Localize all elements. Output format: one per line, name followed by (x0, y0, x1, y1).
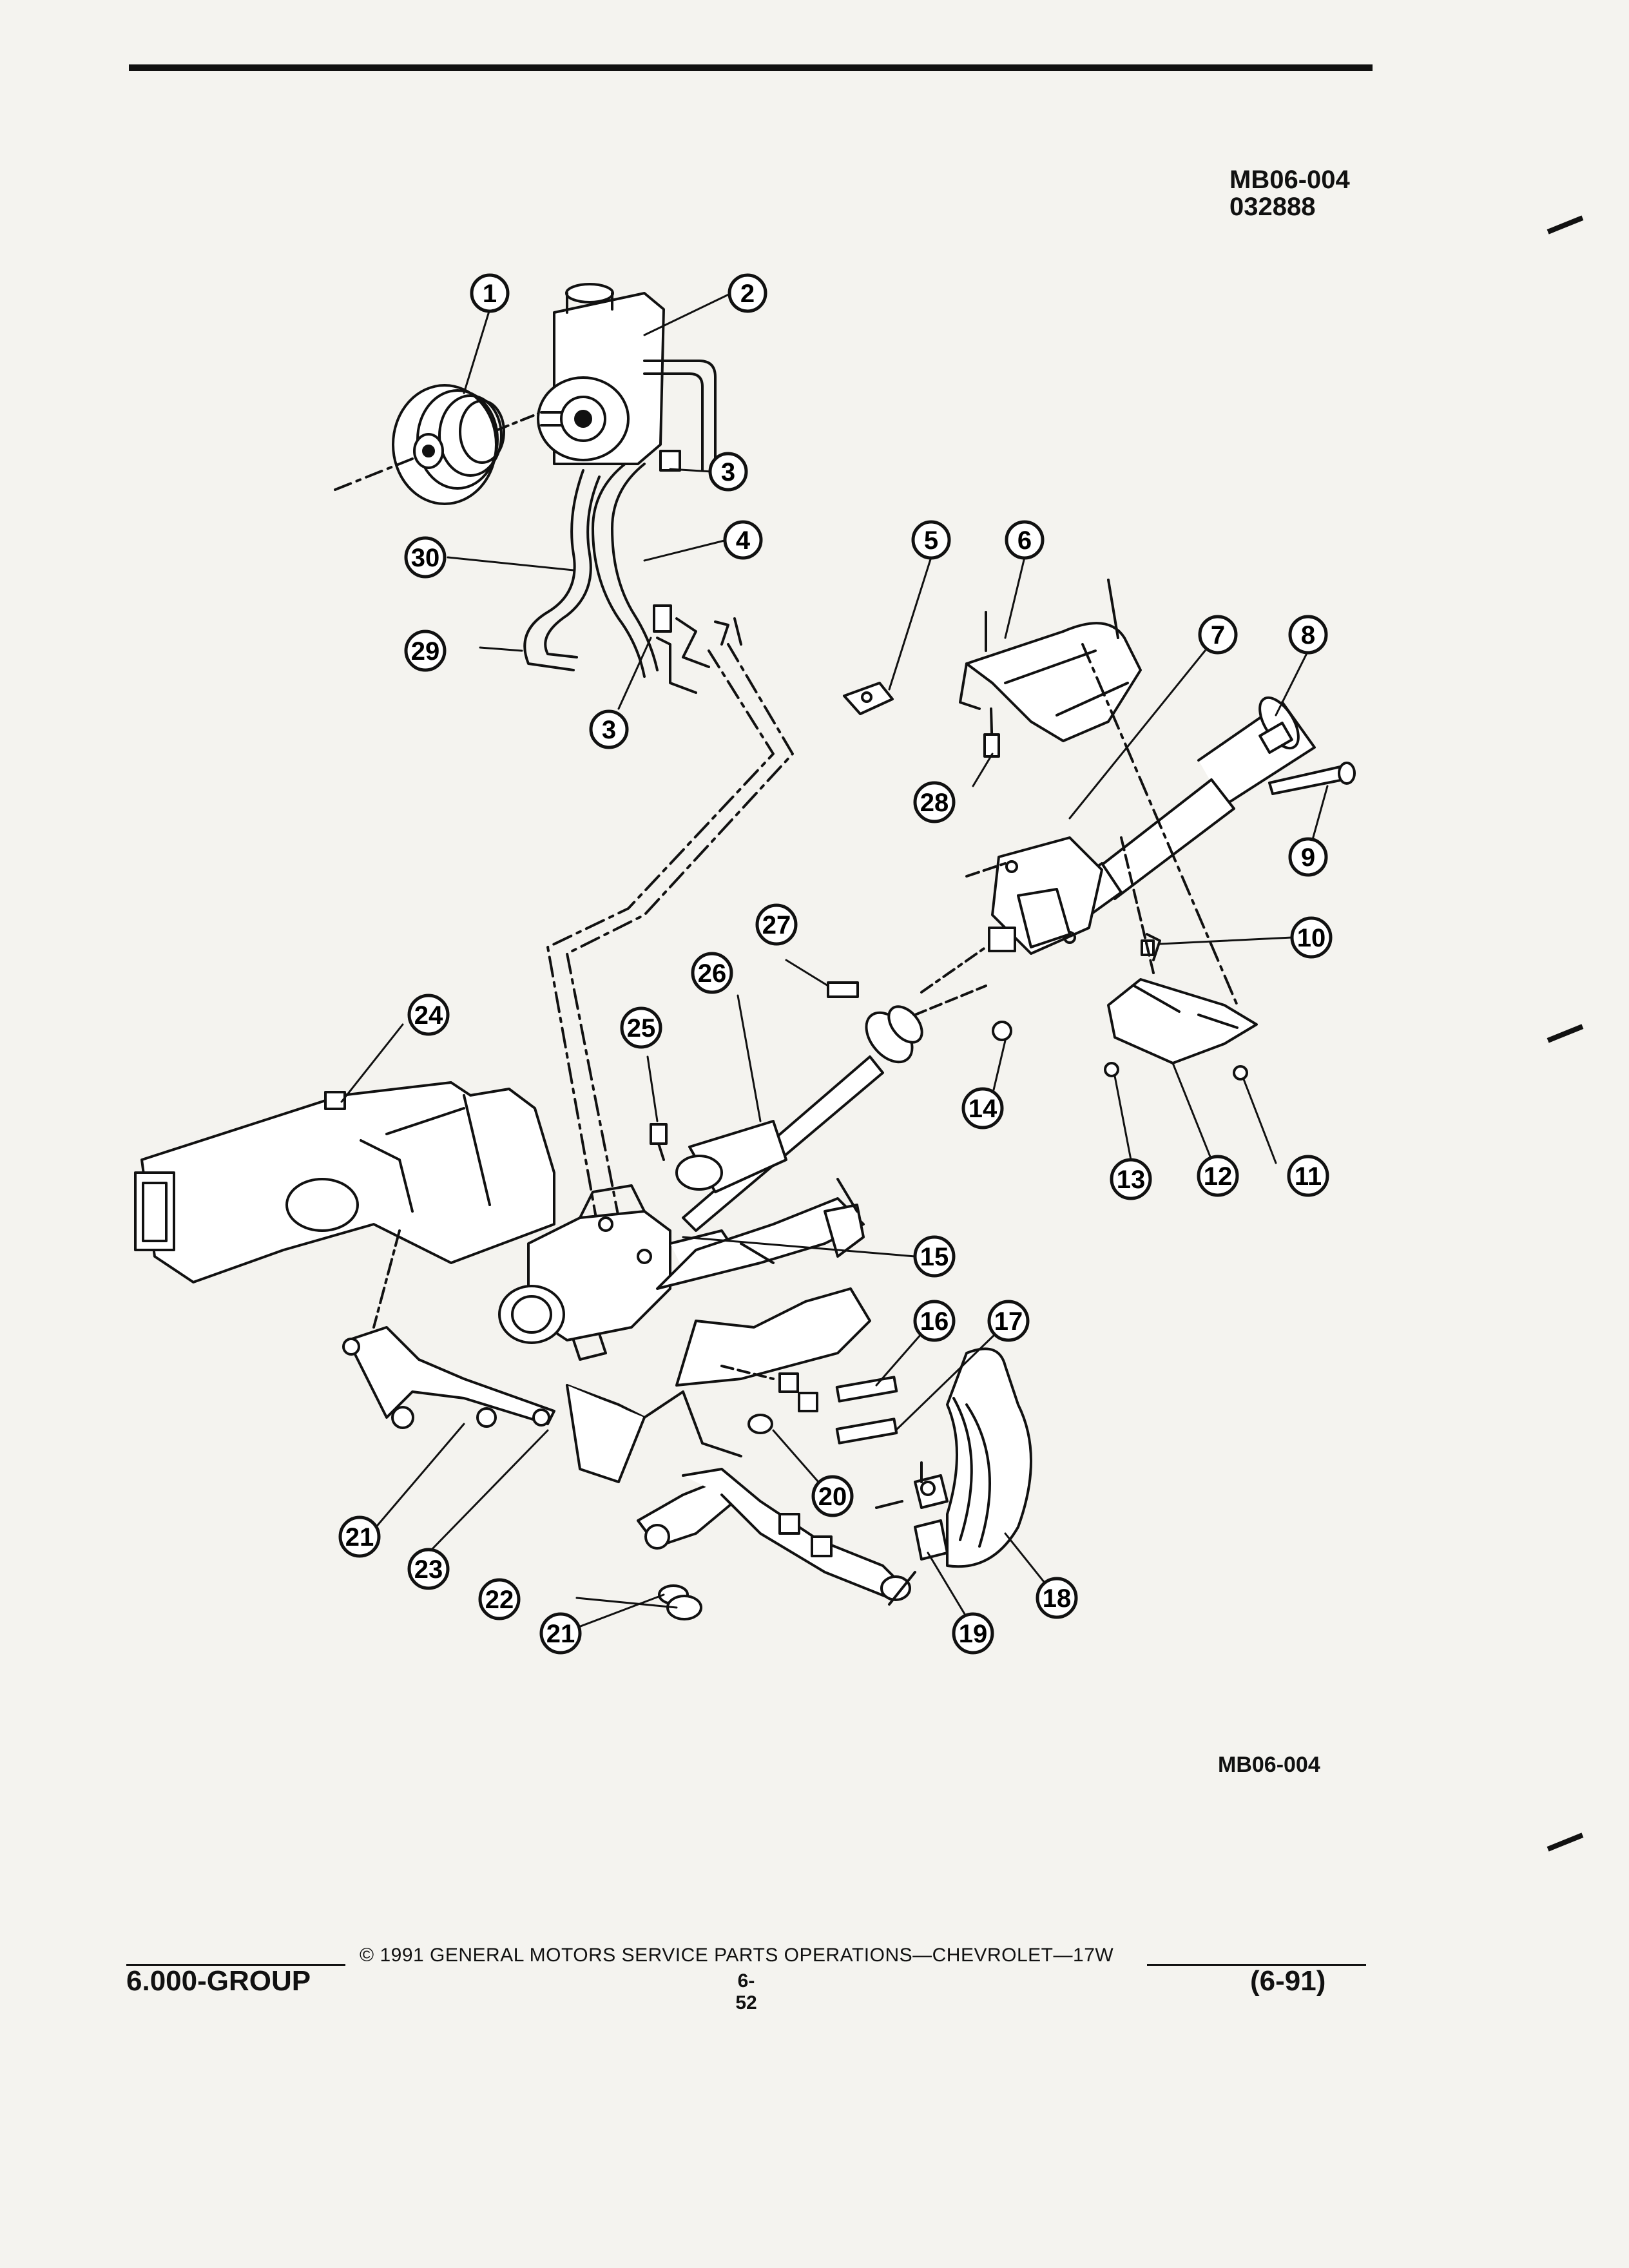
callout-7: 7 (1198, 615, 1238, 655)
callout-13: 13 (1110, 1158, 1152, 1200)
svg-text:9: 9 (1301, 843, 1315, 872)
svg-text:18: 18 (1043, 1584, 1072, 1613)
callout-23: 23 (407, 1548, 450, 1590)
footer-rule-left (126, 1964, 345, 1966)
svg-text:21: 21 (345, 1523, 374, 1552)
svg-text:8: 8 (1301, 621, 1315, 649)
callout-6: 6 (1005, 520, 1045, 560)
svg-text:24: 24 (414, 1001, 443, 1030)
tilt-lever (1268, 762, 1356, 795)
callout-28: 28 (913, 781, 956, 823)
page-number: 6-52 (735, 1970, 757, 2013)
svg-text:26: 26 (698, 959, 727, 988)
intermediate-steering-shaft (650, 981, 1012, 1232)
svg-text:12: 12 (1204, 1162, 1233, 1191)
figure-code: 032888 (1229, 193, 1316, 221)
top-rule (129, 64, 1373, 71)
mounting-bolts (720, 1365, 898, 1445)
footer-copyright: © 1991 GENERAL MOTORS SERVICE PARTS OPER… (360, 1945, 1133, 1966)
footer-rule-right (1147, 1964, 1366, 1966)
copyright-text: 1991 GENERAL MOTORS SERVICE PARTS OPERAT… (380, 1945, 1114, 1966)
svg-text:17: 17 (994, 1307, 1023, 1336)
callout-3-upper: 3 (708, 452, 748, 492)
section-group: 6.000-GROUP (126, 1965, 311, 1997)
svg-text:30: 30 (411, 544, 440, 572)
svg-text:3: 3 (602, 716, 616, 744)
svg-text:19: 19 (959, 1620, 988, 1648)
svg-text:23: 23 (414, 1555, 443, 1584)
callout-19: 19 (952, 1612, 994, 1655)
svg-text:29: 29 (411, 637, 440, 666)
callout-4: 4 (723, 520, 763, 560)
callout-30: 30 (404, 536, 447, 579)
callout-numbers: 1 2 3 3 4 5 6 7 8 9 10 11 12 13 14 15 16… (338, 273, 1333, 1655)
hose-run-to-gear (546, 643, 794, 1219)
callout-22: 22 (478, 1578, 521, 1620)
callout-9: 9 (1288, 837, 1328, 877)
svg-text:4: 4 (736, 526, 751, 555)
svg-text:27: 27 (762, 911, 791, 939)
callout-16: 16 (913, 1300, 956, 1342)
figure-reference-block: MB06-004 032888 (1229, 166, 1350, 220)
pressure-and-return-hoses (523, 450, 742, 694)
callout-15: 15 (913, 1235, 956, 1278)
date-code: (6-91) (1250, 1965, 1326, 1997)
steering-linkage (342, 1229, 555, 1429)
callout-18: 18 (1036, 1577, 1078, 1619)
callout-25: 25 (620, 1006, 662, 1049)
svg-text:6: 6 (1017, 526, 1032, 555)
figure-id-label: MB06-004 (1218, 1753, 1320, 1777)
svg-text:1: 1 (483, 280, 497, 308)
callout-8: 8 (1288, 615, 1328, 655)
svg-text:25: 25 (627, 1014, 656, 1043)
callout-5: 5 (911, 520, 951, 560)
wheel-hub-knuckle (875, 1347, 1032, 1606)
callout-26: 26 (691, 952, 733, 994)
svg-text:22: 22 (485, 1586, 514, 1614)
callout-leaders (340, 292, 1329, 1631)
copyright-symbol: © (360, 1945, 374, 1966)
callout-2: 2 (728, 273, 767, 313)
callout-21-lower: 21 (539, 1612, 582, 1655)
svg-text:13: 13 (1117, 1166, 1146, 1194)
steering-column (920, 696, 1316, 994)
svg-text:15: 15 (920, 1243, 949, 1271)
clip (843, 682, 894, 715)
frame-rail (134, 1081, 555, 1283)
power-steering-pump (537, 283, 717, 472)
callout-11: 11 (1287, 1155, 1329, 1197)
callout-10: 10 (1290, 916, 1333, 959)
svg-text:11: 11 (1295, 1162, 1322, 1191)
svg-text:5: 5 (924, 526, 938, 555)
callout-27: 27 (755, 903, 798, 946)
callout-17: 17 (987, 1300, 1030, 1342)
figure-ref: MB06-004 (1229, 166, 1350, 194)
callout-20: 20 (811, 1475, 854, 1517)
svg-text:10: 10 (1297, 924, 1326, 952)
callout-21-left: 21 (338, 1515, 381, 1558)
svg-text:16: 16 (920, 1307, 949, 1336)
callout-24: 24 (407, 994, 450, 1036)
relay-rod-and-tie-rod (637, 1468, 911, 1620)
callout-14: 14 (961, 1087, 1004, 1129)
svg-text:28: 28 (920, 789, 949, 817)
svg-text:2: 2 (740, 280, 755, 308)
steering-column-cover (959, 579, 1142, 758)
callout-3-lower: 3 (589, 709, 629, 749)
svg-text:20: 20 (818, 1483, 847, 1511)
callout-12: 12 (1197, 1155, 1239, 1197)
svg-text:7: 7 (1211, 621, 1225, 649)
svg-text:14: 14 (969, 1095, 998, 1123)
callout-1: 1 (470, 273, 510, 313)
svg-text:21: 21 (546, 1620, 575, 1648)
callout-29: 29 (404, 629, 447, 672)
svg-text:3: 3 (721, 458, 735, 486)
column-support-bracket (1081, 643, 1258, 1081)
pump-pulley (334, 384, 543, 505)
